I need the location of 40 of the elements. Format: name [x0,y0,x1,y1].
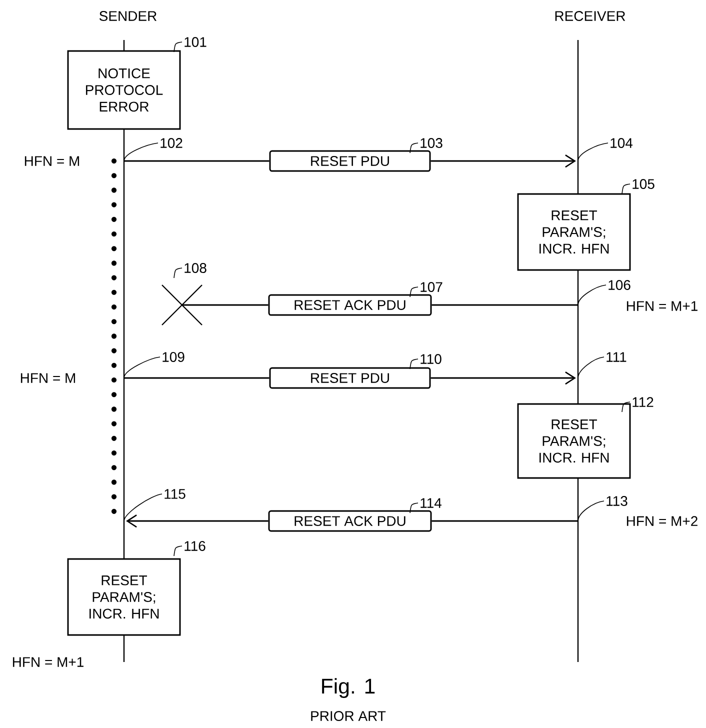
callout-number: 109 [162,352,184,362]
state-label: HFN = M+2 [626,516,698,526]
callout-number: 105 [622,179,654,194]
process-box: NOTICE PROTOCOL ERROR [67,50,181,130]
leader-line [124,142,158,162]
message-box: RESET ACK PDU [268,510,432,532]
callout-number: 110 [410,354,442,370]
section-label: RECEIVER [555,11,626,21]
process-box: RESET PARAM'S; INCR. HFN [67,558,181,636]
callout-number: 111 [606,352,626,362]
message-box: RESET PDU [269,367,431,389]
state-label: HFN = M+1 [626,301,698,311]
leader-line [578,284,606,306]
callout-number: 108 [174,263,206,278]
section-label: SENDER [99,11,156,21]
cross-mark [161,284,203,326]
leader-line [578,356,604,378]
callout-number: 113 [606,496,628,506]
state-label: HFN = M [24,156,80,166]
leader-line [124,356,160,378]
callout-number: 106 [608,280,630,290]
callout-number: 102 [160,138,182,148]
arrow [430,154,576,168]
state-label: HFN = M [20,373,76,383]
state-label: HFN = M+1 [12,657,84,667]
process-box: RESET PARAM'S; INCR. HFN [517,403,631,479]
callout-number: 104 [610,138,633,148]
callout-number: 115 [164,489,186,499]
arrow [430,371,576,385]
leader-line [578,142,608,162]
figure-subtitle: PRIOR ART [311,711,386,721]
leader-line [124,494,162,522]
callout-number: 101 [174,37,206,52]
message-box: RESET PDU [269,150,431,172]
figure-caption: Fig. 1 [322,678,375,698]
process-box: RESET PARAM'S; INCR. HFN [517,193,631,271]
message-box: RESET ACK PDU [268,294,432,316]
leader-line [578,500,604,522]
callout-number: 116 [174,541,206,556]
arrow [126,514,268,528]
